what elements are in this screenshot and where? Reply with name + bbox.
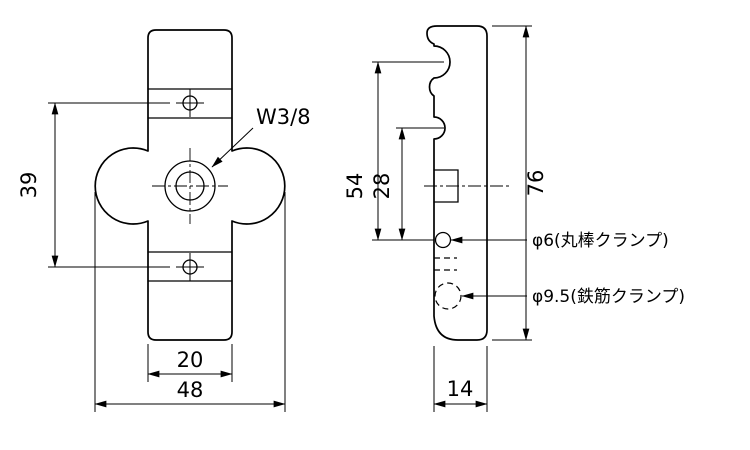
side-outline (426, 25, 488, 341)
dim14-text: 14 (447, 377, 474, 401)
dim39-text: 39 (17, 172, 41, 199)
dim76-text: 76 (524, 170, 548, 197)
side-view: 54 28 76 14 φ6(丸棒クランプ) φ9.5(鉄筋クランプ) (343, 25, 685, 412)
front-outline (94, 29, 286, 341)
thread-label: W3/8 (256, 105, 311, 129)
dim54-text: 54 (343, 173, 367, 200)
phi6-hole (434, 231, 452, 249)
hidden-slot-lines (434, 257, 457, 271)
front-view: W3/8 39 20 48 (17, 29, 311, 412)
dim28-text: 28 (370, 173, 394, 200)
thread-leader-line (211, 127, 254, 168)
phi95-label: φ9.5(鉄筋クランプ) (532, 287, 685, 307)
dim39-extension-lines (48, 102, 170, 268)
center-boss-centerlines (152, 148, 228, 224)
phi95-hidden-hole (434, 282, 462, 310)
dim20-text: 20 (177, 348, 204, 372)
phi6-label: φ6(丸棒クランプ) (532, 231, 669, 251)
top-hole-crosshair (176, 89, 204, 117)
front-edge-lines (147, 88, 233, 282)
dim48-extension-lines (94, 192, 286, 412)
dim48-text: 48 (177, 378, 204, 402)
boss-section-lines (433, 169, 459, 203)
bottom-hole-crosshair (176, 253, 204, 281)
